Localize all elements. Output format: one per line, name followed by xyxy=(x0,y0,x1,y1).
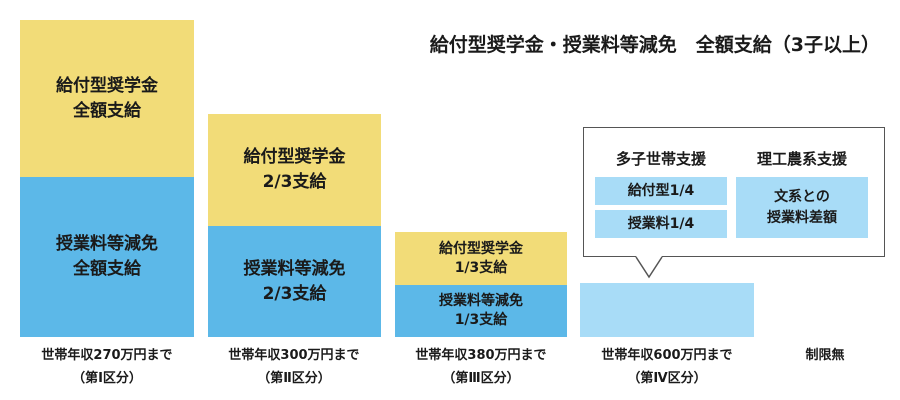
multi-child-heading: 多子世帯支援 xyxy=(615,150,706,168)
tier5-label: 制限無 xyxy=(730,344,900,367)
multi-child-scholarship-box: 給付型1/4 xyxy=(595,177,727,205)
science-text-line2: 授業料差額 xyxy=(767,209,837,226)
tier3-scholarship-bar: 給付型奨学金 1/3支給 xyxy=(395,232,567,285)
multi-child-scholarship-text: 給付型1/4 xyxy=(627,182,695,199)
tier4-label: 世帯年収600万円まで （第Ⅳ区分） xyxy=(572,344,762,390)
tier2-scholarship-line1: 給付型奨学金 xyxy=(243,147,346,168)
tier3-tuition-line1: 授業料等減免 xyxy=(439,293,523,310)
tier3-label: 世帯年収380万円まで （第Ⅲ区分） xyxy=(386,344,576,390)
tier2-scholarship-bar: 給付型奨学金 2/3支給 xyxy=(208,114,381,226)
tier1-scholarship-line1: 給付型奨学金 xyxy=(56,75,158,96)
tier4-bar xyxy=(580,283,754,337)
diagram-title: 給付型奨学金・授業料等減免 全額支給（3子以上） xyxy=(429,34,880,56)
tier2-label: 世帯年収300万円まで （第Ⅱ区分） xyxy=(199,344,389,390)
tier2-tuition-line2: 2/3支給 xyxy=(262,283,327,304)
tier4-label-income: 世帯年収600万円まで xyxy=(601,348,733,363)
tier3-label-income: 世帯年収380万円まで xyxy=(415,348,547,363)
tier5-label-income: 制限無 xyxy=(805,348,845,363)
tier3-tuition-bar: 授業料等減免 1/3支給 xyxy=(395,285,567,337)
tier1-label: 世帯年収270万円まで （第Ⅰ区分） xyxy=(12,344,202,390)
tier1-label-class: （第Ⅰ区分） xyxy=(72,371,142,386)
support-callout: 多子世帯支援 給付型1/4 授業料1/4 理工農系支援 文系との 授業料差額 xyxy=(583,127,885,257)
tier1-scholarship-line2: 全額支給 xyxy=(73,100,141,121)
tier1-label-income: 世帯年収270万円まで xyxy=(41,348,173,363)
tier1-scholarship-bar: 給付型奨学金 全額支給 xyxy=(20,20,194,177)
tier3-tuition-line2: 1/3支給 xyxy=(454,312,508,328)
tier2-label-income: 世帯年収300万円まで xyxy=(228,348,360,363)
science-text-line1: 文系との xyxy=(774,188,830,205)
multi-child-tuition-box: 授業料1/4 xyxy=(595,210,727,238)
tier1-tuition-bar: 授業料等減免 全額支給 xyxy=(20,177,194,337)
tier3-label-class: （第Ⅲ区分） xyxy=(442,371,520,386)
science-box: 文系との 授業料差額 xyxy=(736,177,868,238)
tier4-label-class: （第Ⅳ区分） xyxy=(627,371,707,386)
tier1-tuition-line1: 授業料等減免 xyxy=(56,234,158,255)
tier3-scholarship-line1: 給付型奨学金 xyxy=(439,240,523,257)
tier2-tuition-bar: 授業料等減免 2/3支給 xyxy=(208,226,381,337)
multi-child-tuition-text: 授業料1/4 xyxy=(627,215,695,232)
callout-pointer xyxy=(635,256,663,279)
science-heading: 理工農系支援 xyxy=(756,150,847,168)
tier2-scholarship-line2: 2/3支給 xyxy=(262,172,327,192)
tier3-scholarship-line2: 1/3支給 xyxy=(454,259,508,276)
tier1-tuition-line2: 全額支給 xyxy=(73,259,141,279)
tier2-label-class: （第Ⅱ区分） xyxy=(257,371,331,386)
tier2-tuition-line1: 授業料等減免 xyxy=(243,258,346,279)
